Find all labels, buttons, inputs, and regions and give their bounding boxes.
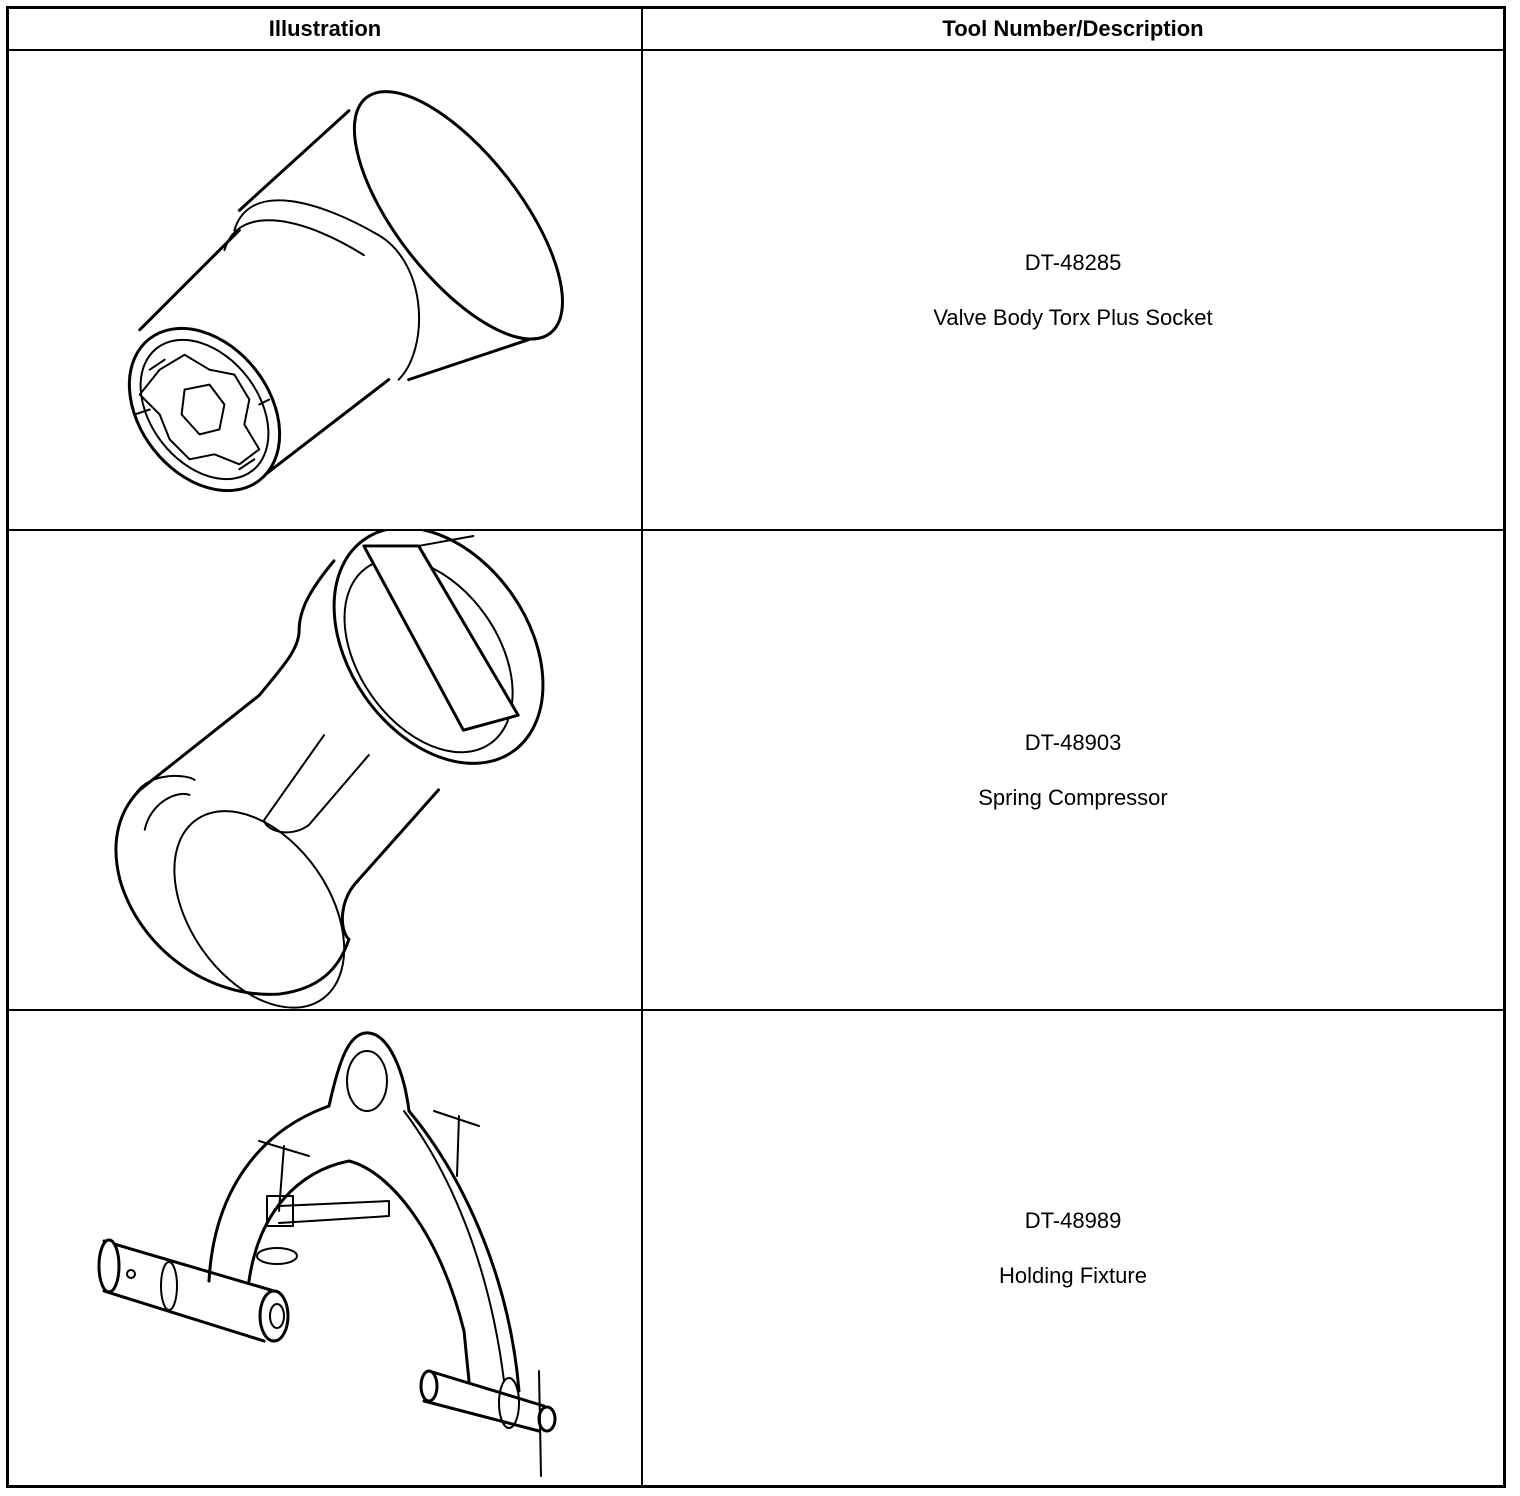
tool-number: DT-48903: [1024, 729, 1122, 755]
spring-compressor-icon: [114, 531, 545, 1009]
header-illustration: Illustration: [268, 16, 382, 41]
tool-description-cell: DT-48285 Valve Body Torx Plus Socket: [643, 51, 1503, 529]
table-header-row: Illustration Tool Number/Description: [9, 9, 1503, 51]
holding-fixture-illustration: [9, 1011, 641, 1485]
spring-compressor-illustration: [9, 531, 641, 1009]
holding-fixture-icon: [97, 1031, 557, 1477]
torx-plus-socket-illustration: [9, 51, 641, 529]
tool-table: Illustration Tool Number/Description: [6, 6, 1506, 1488]
table-row: DT-48989 Holding Fixture: [9, 1011, 1503, 1485]
column-divider: [641, 9, 643, 1485]
tool-description: Holding Fixture: [999, 1262, 1147, 1288]
tool-description-cell: DT-48903 Spring Compressor: [643, 531, 1503, 1009]
tool-number: DT-48285: [1024, 249, 1122, 275]
table-row: DT-48285 Valve Body Torx Plus Socket: [9, 51, 1503, 531]
tool-description-cell: DT-48989 Holding Fixture: [643, 1011, 1503, 1485]
torx-plus-socket-icon: [127, 90, 564, 493]
tool-description: Spring Compressor: [978, 784, 1168, 810]
tool-number: DT-48989: [1024, 1207, 1122, 1233]
header-tool-number-description: Tool Number/Description: [942, 16, 1204, 41]
tool-description: Valve Body Torx Plus Socket: [933, 304, 1213, 330]
table-row: DT-48903 Spring Compressor: [9, 531, 1503, 1011]
